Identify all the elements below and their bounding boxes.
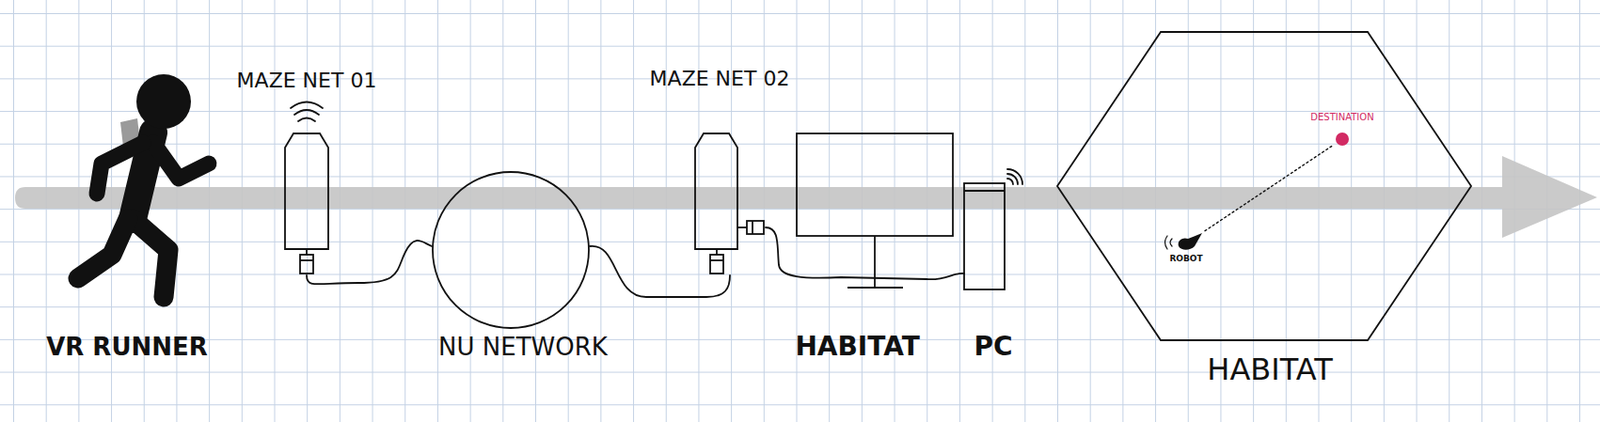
- network-circle: [431, 171, 590, 330]
- flow-arrow: [15, 156, 1598, 238]
- computer-station: HABITAT PC: [795, 132, 1006, 291]
- destination-dot: [1334, 131, 1350, 147]
- habitat-hexagon: [1056, 31, 1473, 342]
- wifi-symbol: [290, 102, 323, 123]
- network-device: [284, 132, 330, 276]
- wifi-symbol: [1007, 169, 1023, 185]
- runner-figure: [65, 71, 220, 307]
- network-device: [694, 132, 766, 276]
- node-label: NU NETWORK: [334, 334, 712, 360]
- network-circle: NU NETWORK: [431, 171, 590, 330]
- computer-station: [795, 132, 1006, 291]
- path-line: [1204, 145, 1333, 232]
- robot-marker: ROBOT: [1174, 231, 1204, 253]
- robot-marker: [1174, 231, 1204, 253]
- cable: [306, 240, 432, 285]
- node-label: HABITAT PC: [715, 333, 1093, 361]
- habitat-hexagon: HABITATROBOTDESTINATION: [1056, 31, 1473, 342]
- runner-figure: VR RUNNER: [65, 71, 220, 307]
- network-device: MAZE NET 02: [694, 132, 766, 276]
- node-label: MAZE NET 02: [531, 68, 908, 90]
- node-label: VR RUNNER: [0, 334, 316, 360]
- network-device: MAZE NET 01: [284, 132, 330, 276]
- node-label: HABITAT: [1081, 354, 1458, 385]
- node-label: ROBOT: [998, 254, 1375, 264]
- node-label: DESTINATION: [1154, 112, 1531, 123]
- destination-dot: DESTINATION: [1334, 131, 1350, 147]
- cable: [589, 246, 730, 298]
- node-label: MAZE NET 01: [118, 70, 495, 92]
